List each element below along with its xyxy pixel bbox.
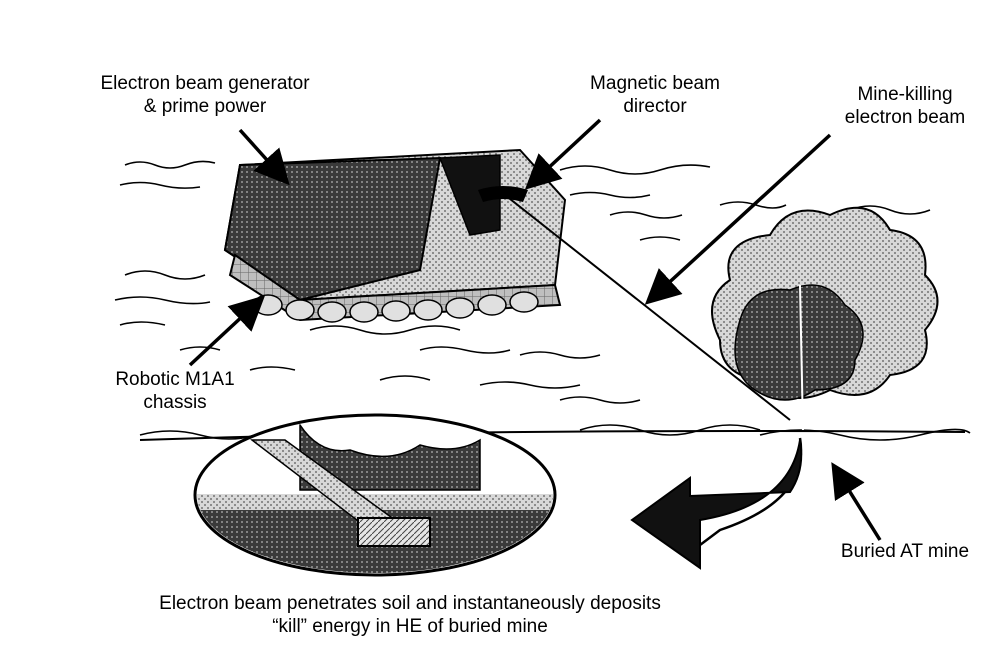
inset-cross-section [193, 413, 557, 577]
arrow-director [524, 118, 602, 190]
label-beam-line1: Mine-killing [857, 84, 953, 105]
label-generator-line2: & prime power [143, 96, 267, 117]
label-mine: Buried AT mine [820, 540, 990, 563]
buried-mine-icon [357, 517, 431, 547]
arrow-generator [238, 128, 290, 186]
caption-line1: Electron beam penetrates soil and instan… [159, 593, 661, 614]
label-director-line1: Magnetic beam [590, 73, 720, 94]
label-chassis-line1: Robotic M1A1 [115, 369, 235, 390]
terrain [114, 160, 971, 441]
label-chassis: Robotic M1A1 chassis [80, 368, 270, 414]
label-beam: Mine-killing electron beam [825, 83, 985, 129]
curved-arrow-icon [630, 437, 803, 570]
arrow-mine [831, 462, 882, 541]
arrow-chassis [188, 295, 266, 367]
label-beam-line2: electron beam [844, 107, 966, 128]
label-generator-line1: Electron beam generator [100, 73, 310, 94]
label-director-line2: director [623, 96, 687, 117]
label-director: Magnetic beam director [560, 72, 750, 118]
caption-line2: “kill” energy in HE of buried mine [272, 616, 548, 637]
arrow-beam [644, 133, 832, 305]
label-mine-line1: Buried AT mine [840, 541, 970, 562]
ground-line [139, 430, 966, 441]
explosion-cloud [711, 206, 939, 431]
robotic-m1a1-vehicle [223, 148, 567, 323]
caption: Electron beam penetrates soil and instan… [90, 592, 730, 638]
label-generator: Electron beam generator & prime power [70, 72, 340, 118]
electron-beam-line [504, 194, 791, 421]
label-chassis-line2: chassis [143, 392, 207, 413]
pointer-arrows [188, 118, 882, 541]
